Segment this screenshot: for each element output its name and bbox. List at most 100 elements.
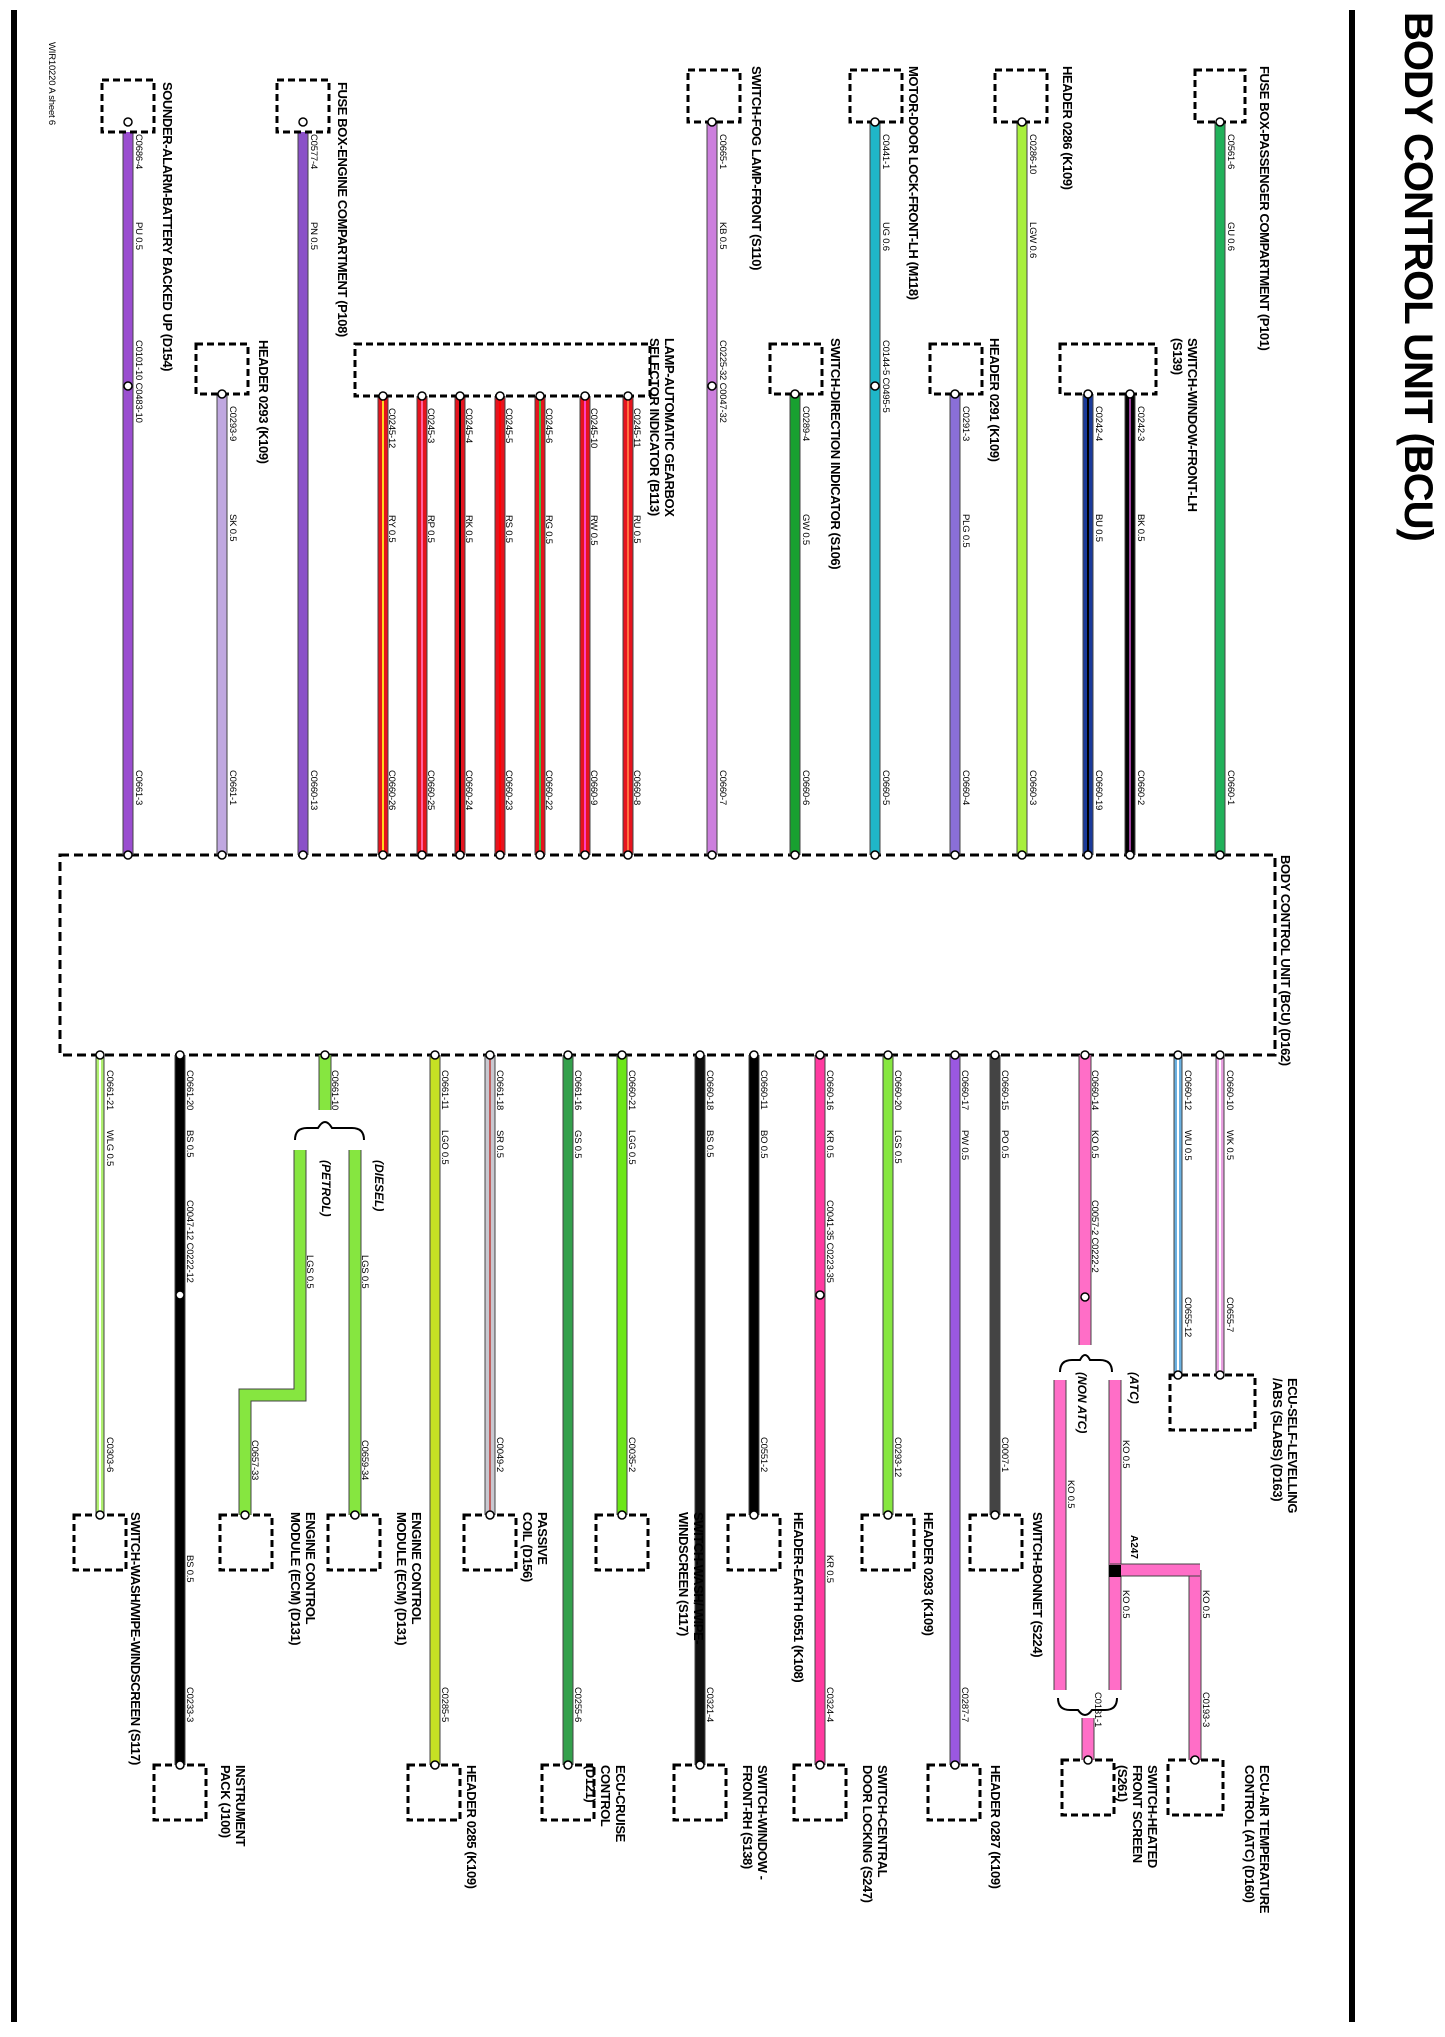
label-switch-direction: SWITCH-DIRECTION INDICATOR (S106) — [828, 338, 843, 570]
pin-top-5-a — [1125, 389, 1135, 399]
pin-gearbox-3-a — [535, 391, 545, 401]
pin-bottom-6-b — [815, 1760, 825, 1770]
pin-top-7-a — [950, 389, 960, 399]
code-bottom-8: BS 0.5 — [704, 1130, 715, 1158]
pin-bottom-1-b — [1215, 1370, 1225, 1380]
conn-ko-from: C0660-14 — [1089, 1070, 1100, 1111]
pin-top-9-b — [123, 850, 133, 860]
connector-gearbox — [353, 342, 652, 398]
pin-ecm-petrol — [240, 1510, 250, 1520]
code-bottom-10: GS 0.5 — [572, 1130, 583, 1159]
conn-top-5-from: C0242-3 — [1135, 406, 1146, 442]
label-header-0285: HEADER 0285 (K109) — [464, 1765, 479, 1889]
connector-switch-cdl — [792, 1763, 848, 1822]
conn-gearbox-5-to: C0660-24 — [463, 770, 474, 811]
code-top-10: PN 0.5 — [308, 222, 319, 250]
pin-top-8-a — [790, 389, 800, 399]
conn-bottom-13-from: C0661-20 — [184, 1070, 195, 1111]
connector-switch-wash-wipe — [594, 1513, 650, 1572]
pin-bottom-9-a — [617, 1050, 627, 1060]
label-sounder-alarm: SOUNDER-ALARM-BATTERY BACKED UP (D154) — [160, 82, 175, 372]
splice-top-9: C0101-10 C0483-10 — [133, 340, 144, 423]
code-bottom-3: PO 0.5 — [999, 1130, 1010, 1159]
label-ecu-atc: ECU-AIR TEMPERATURE CONTROL (ATC) (D160) — [1242, 1765, 1272, 1914]
conn-top-11-to: C0661-1 — [227, 770, 238, 806]
connector-ecm-diesel — [326, 1513, 382, 1572]
conn-top-10-from: C0577-4 — [308, 134, 319, 170]
pin-top-4-a — [707, 117, 717, 127]
conn-bottom-11-to: C0049-2 — [494, 1437, 505, 1473]
pin-bottom-4-a — [950, 1050, 960, 1060]
conn-gearbox-4-from: C0245-5 — [503, 408, 514, 444]
conn-top-7-from: C0291-3 — [960, 406, 971, 442]
splice-bottom-6: C0041-35 C0223-35 — [824, 1200, 835, 1283]
splice-pin-top-3 — [870, 381, 880, 391]
pin-bottom-9-b — [617, 1510, 627, 1520]
pin-top-5-b — [1125, 850, 1135, 860]
conn-top-4-from: C0665-1 — [717, 134, 728, 170]
brace-ecm — [294, 1121, 365, 1141]
conn-bottom-2-from: C0660-12 — [1182, 1070, 1193, 1111]
connector-switch-window-rh — [672, 1763, 728, 1822]
connector-switch-bonnet — [968, 1513, 1024, 1572]
conn-top-11-from: C0293-9 — [227, 406, 238, 442]
conn-bottom-5-from: C0660-20 — [892, 1070, 903, 1111]
conn-top-9-to: C0661-3 — [133, 770, 144, 806]
conn-bottom-7-from: C0660-11 — [758, 1070, 769, 1110]
pin-gearbox-4-a — [495, 391, 505, 401]
pin-bottom-11-a — [485, 1050, 495, 1060]
code-gearbox-1: RU 0.5 — [631, 515, 642, 544]
pin-ko-atc — [1190, 1755, 1200, 1765]
conn-top-7-to: C0660-4 — [960, 770, 971, 806]
conn-top-3-to: C0660-5 — [880, 770, 891, 806]
conn-bottom-10-from: C0661-16 — [572, 1070, 583, 1111]
splice-a247-node — [1109, 1565, 1121, 1577]
label-fuse-box-engine: FUSE BOX-ENGINE COMPARTMENT (P108) — [335, 82, 350, 337]
code-gearbox-4: RS 0.5 — [503, 515, 514, 543]
conn-top-5-to: C0660-2 — [1135, 770, 1146, 806]
label-ecm-diesel: ENGINE CONTROL MODULE (ECM) (D131) — [394, 1512, 424, 1646]
pin-gearbox-2-b — [580, 850, 590, 860]
code-bottom-13: BS 0.5 — [184, 1130, 195, 1158]
pin-bottom-14-a — [95, 1050, 105, 1060]
pin-gearbox-4-b — [495, 850, 505, 860]
label-petrol: (PETROL) — [319, 1160, 333, 1217]
label-ecm-petrol: ENGINE CONTROL MODULE (ECM) (D131) — [288, 1512, 318, 1646]
code-gearbox-3: RG 0.5 — [543, 515, 554, 544]
label-fuse-box-passenger: FUSE BOX-PASSENGER COMPARTMENT (P101) — [1257, 66, 1272, 351]
connector-top-2 — [993, 68, 1049, 124]
conn-bottom-4-to: C0287-7 — [959, 1687, 970, 1723]
code-ko-right: KO 0.5 — [1200, 1590, 1211, 1619]
conn-bottom-2-to: C0655-12 — [1182, 1297, 1193, 1338]
conn-gearbox-5-from: C0245-4 — [463, 408, 474, 444]
pin-gearbox-5-a — [455, 391, 465, 401]
pin-top-6-a — [1083, 389, 1093, 399]
splice-ko: C0057-2 C0222-2 — [1089, 1200, 1100, 1273]
conn-top-9-from: C0686-4 — [133, 134, 144, 170]
conn-bottom-3-to: C0007-1 — [999, 1437, 1010, 1473]
code-top-11: SK 0.5 — [227, 514, 238, 542]
pin-gearbox-3-b — [535, 850, 545, 860]
brace-atc — [1059, 1354, 1113, 1373]
code-bottom-6: KR 0.5 — [824, 1130, 835, 1158]
conn-gearbox-6-to: C0660-25 — [425, 770, 436, 811]
conn-bottom-9-to: C0035-2 — [626, 1437, 637, 1473]
conn-top-1-from: C0561-6 — [1225, 134, 1236, 170]
conn-bottom-3-from: C0660-15 — [999, 1070, 1010, 1111]
pin-top-3-a — [870, 117, 880, 127]
label-instrument-pack: INSTRUMENT PACK (J100) — [218, 1765, 248, 1847]
code-top-9: PU 0.5 — [133, 222, 144, 250]
pin-bottom-5-a — [883, 1050, 893, 1060]
conn-ecm-petrol-to: C0657-33 — [249, 1440, 260, 1481]
conn-ko-atc-to: C0193-3 — [1200, 1692, 1211, 1728]
code-gearbox-7: RY 0.5 — [386, 515, 397, 543]
code2-bottom-13: BS 0.5 — [184, 1555, 195, 1583]
label-switch-heated-screen: SWITCH-HEATED FRONT SCREEN (S261) — [1115, 1765, 1160, 1868]
pin-bottom-3-b — [990, 1510, 1000, 1520]
pin-bottom-8-a — [695, 1050, 705, 1060]
splice-top-3: C0144-5 C0495-5 — [880, 340, 891, 413]
conn-gearbox-6-from: C0245-3 — [425, 408, 436, 444]
doc-reference: WIR10220 A sheet 6 — [46, 42, 57, 126]
connector-top-1 — [1193, 68, 1247, 124]
